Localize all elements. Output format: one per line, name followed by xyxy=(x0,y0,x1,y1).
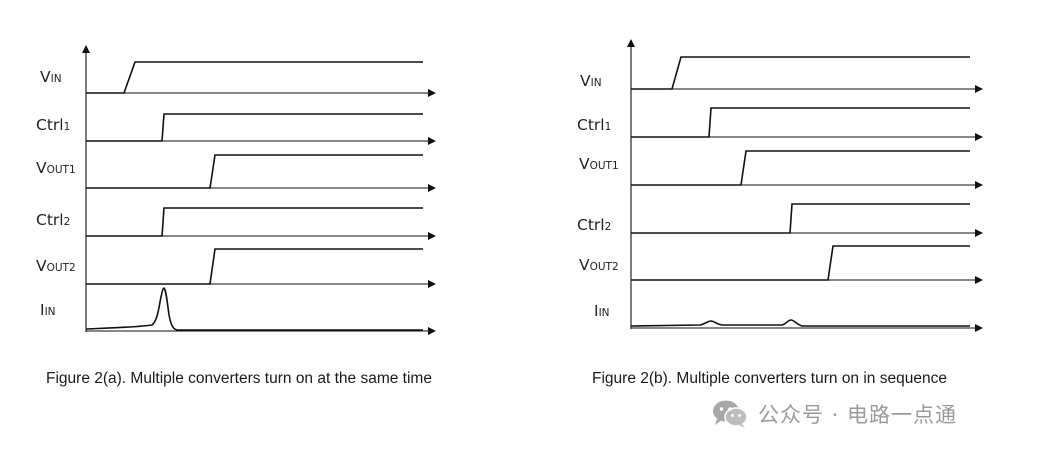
panel-a-vin-label: VIN xyxy=(40,68,62,86)
panel-b-vin-waveform xyxy=(631,56,970,90)
panel-b-vout1-waveform xyxy=(631,150,970,186)
panel-a-vout1-label: VOUT1 xyxy=(36,159,76,177)
panel-a-vin-waveform xyxy=(86,61,423,94)
panel-a-ctrl1-label: Ctrl1 xyxy=(36,116,70,134)
panel-a-simultaneous xyxy=(82,45,436,335)
panel-b-vout2-waveform xyxy=(631,245,970,281)
panel-a-ctrl2-waveform xyxy=(86,207,423,237)
panel-b-ctrl2-waveform xyxy=(631,203,970,234)
panel-a-iin-label: IIN xyxy=(40,301,56,319)
panel-b-sequential xyxy=(627,39,983,332)
figure-caption-b: Figure 2(b). Multiple converters turn on… xyxy=(592,370,947,387)
panel-b-vin-label: VIN xyxy=(580,72,602,90)
panel-a-ctrl1-waveform xyxy=(86,113,423,142)
panel-a-vout2-waveform xyxy=(86,248,423,285)
panel-b-ctrl1-waveform xyxy=(631,107,970,138)
panel-b-vout1-label: VOUT1 xyxy=(579,155,619,173)
figure-caption-a: Figure 2(a). Multiple converters turn on… xyxy=(46,370,432,387)
panel-b-ctrl2-label: Ctrl2 xyxy=(577,216,611,234)
panel-a-iin-waveform xyxy=(85,287,423,331)
watermark: 公众号 · 电路一点通 xyxy=(712,399,957,429)
panel-b-iin-label: IIN xyxy=(594,302,610,320)
panel-b-iin-waveform xyxy=(630,319,970,327)
panel-b-ctrl1-label: Ctrl1 xyxy=(577,116,611,134)
watermark-text: 公众号 · 电路一点通 xyxy=(758,403,958,427)
wechat-icon xyxy=(713,400,748,428)
panel-a-ctrl2-label: Ctrl2 xyxy=(36,211,70,229)
panel-a-vout2-label: VOUT2 xyxy=(36,257,76,275)
panel-b-vout2-label: VOUT2 xyxy=(579,256,619,274)
panel-a-vout1-waveform xyxy=(86,154,423,189)
